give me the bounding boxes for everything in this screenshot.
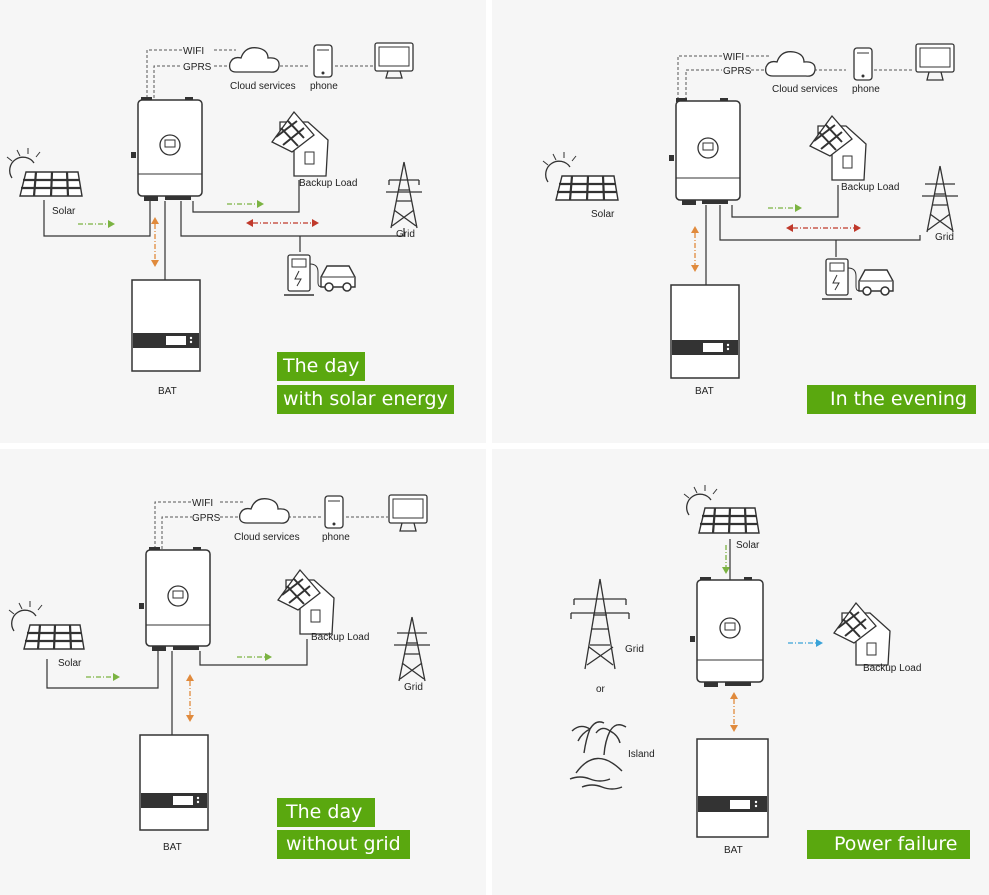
diagram-day-solar: WIFI GPRS Cloud services phone xyxy=(6,42,422,397)
bat-label: BAT xyxy=(158,386,177,397)
solar-panel-icon xyxy=(683,485,760,534)
monitor-icon xyxy=(915,43,955,81)
backup-label: Backup Load xyxy=(299,178,357,189)
solar-label: Solar xyxy=(58,658,82,669)
monitor-icon xyxy=(374,42,414,79)
cloud-label: Cloud services xyxy=(230,81,296,92)
title-line-1: The day xyxy=(277,352,366,381)
cloud-label: Cloud services xyxy=(772,84,838,95)
grid-label: Grid xyxy=(625,644,644,655)
grid-tower-icon xyxy=(386,161,422,229)
panel-power-failure: Solar Backup Load xyxy=(492,449,989,895)
flow-arrows xyxy=(86,653,272,722)
solar-label: Solar xyxy=(52,206,76,217)
phone-icon xyxy=(324,495,344,529)
panel-day-solar: WIFI GPRS Cloud services phone xyxy=(0,0,486,443)
diagram-power-failure: Solar Backup Load xyxy=(569,485,921,856)
house-icon xyxy=(809,114,867,181)
grid-tower-icon xyxy=(570,578,630,670)
sun-icon xyxy=(542,152,577,183)
phone-icon xyxy=(313,44,333,78)
cloud-label: Cloud services xyxy=(234,532,300,543)
cloud-icon xyxy=(765,51,816,77)
solar-label: Solar xyxy=(736,540,760,551)
island-label: Island xyxy=(628,749,655,760)
grid-tower-icon xyxy=(394,616,430,682)
solar-label: Solar xyxy=(591,209,615,220)
power-wires xyxy=(705,185,921,285)
comm-lines xyxy=(154,501,388,549)
sun-icon xyxy=(683,485,718,516)
solar-panel-icon xyxy=(8,601,85,650)
battery-icon xyxy=(131,279,201,372)
battery-icon xyxy=(670,284,740,379)
wifi-label: WIFI xyxy=(192,498,213,509)
power-wires xyxy=(46,639,308,735)
house-icon xyxy=(277,568,335,635)
sun-icon xyxy=(8,601,43,632)
title-line-1: In the evening xyxy=(807,385,976,414)
battery-icon xyxy=(696,738,769,838)
grid-label: Grid xyxy=(935,232,954,243)
cloud-icon xyxy=(228,47,280,73)
phone-icon xyxy=(853,47,873,81)
inverter-icon xyxy=(131,97,203,201)
sun-icon xyxy=(6,148,41,179)
wifi-label: WIFI xyxy=(723,52,744,63)
flow-arrows xyxy=(722,545,823,732)
bat-label: BAT xyxy=(163,842,182,853)
grid-label: Grid xyxy=(396,229,415,240)
title-line-1: The day xyxy=(277,798,376,827)
inverter-icon xyxy=(139,547,211,651)
bat-label: BAT xyxy=(695,386,714,397)
bat-label: BAT xyxy=(724,845,743,856)
panel-evening: WIFI GPRS Cloud services phone xyxy=(492,0,989,443)
backup-label: Backup Load xyxy=(311,632,369,643)
car-icon xyxy=(858,269,894,296)
comm-lines xyxy=(146,49,374,98)
house-icon xyxy=(833,601,891,666)
phone-label: phone xyxy=(852,84,880,95)
car-icon xyxy=(320,265,356,292)
or-label: or xyxy=(596,684,606,695)
diagram-day-no-grid: WIFI GPRS Cloud services phone xyxy=(8,494,430,853)
house-icon xyxy=(271,110,329,177)
battery-icon xyxy=(139,734,209,831)
flow-arrows xyxy=(691,204,861,272)
gprs-label: GPRS xyxy=(192,513,221,524)
ev-charger-icon xyxy=(822,258,861,300)
title-line-1: Power failure xyxy=(807,830,970,859)
solar-panel-icon xyxy=(6,148,83,197)
diagram-evening: WIFI GPRS Cloud services phone xyxy=(542,43,958,397)
grid-label: Grid xyxy=(404,682,423,693)
flow-arrows xyxy=(78,200,319,267)
backup-label: Backup Load xyxy=(863,663,921,674)
wifi-label: WIFI xyxy=(183,46,204,57)
island-icon xyxy=(569,721,627,790)
title-line-2: with solar energy xyxy=(277,385,454,414)
gprs-label: GPRS xyxy=(183,62,212,73)
ev-charger-icon xyxy=(284,254,323,296)
panel-day-no-grid: WIFI GPRS Cloud services phone xyxy=(0,449,486,895)
gprs-label: GPRS xyxy=(723,66,752,77)
monitor-icon xyxy=(388,494,428,532)
phone-label: phone xyxy=(322,532,350,543)
solar-panel-icon xyxy=(542,152,619,201)
inverter-icon xyxy=(669,98,741,205)
inverter-icon xyxy=(690,577,764,687)
backup-label: Backup Load xyxy=(841,182,899,193)
phone-label: phone xyxy=(310,81,338,92)
grid-tower-icon xyxy=(922,165,958,233)
cloud-icon xyxy=(239,498,290,524)
power-wires xyxy=(43,180,405,280)
title-line-2: without grid xyxy=(277,830,410,859)
